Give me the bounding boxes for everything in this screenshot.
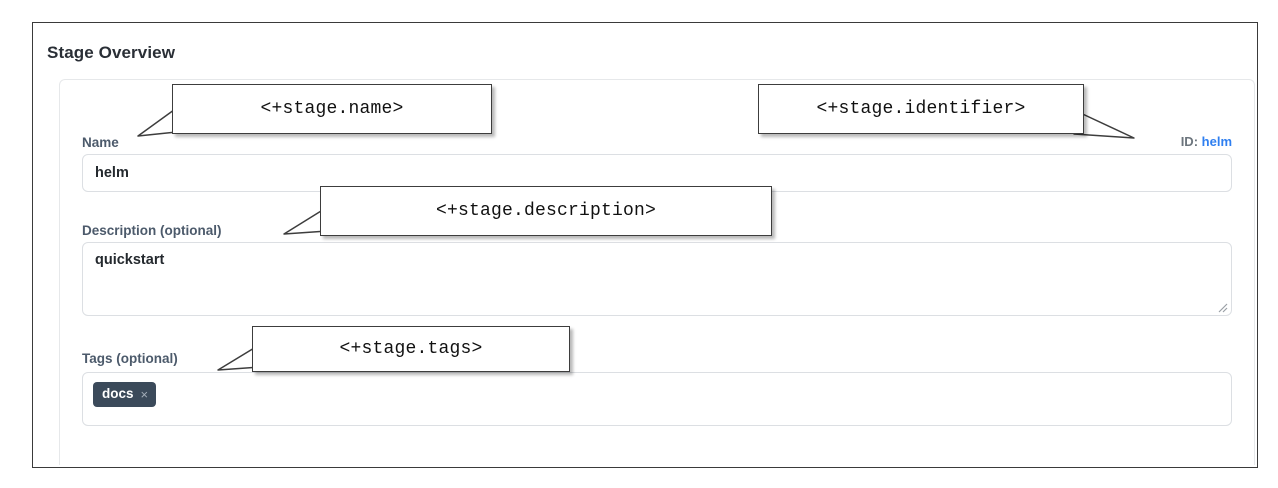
tags-field-group: Tags (optional) docs × — [82, 350, 1232, 426]
stage-id-label: ID: — [1180, 134, 1199, 149]
tag-remove-icon[interactable]: × — [140, 386, 149, 402]
callout-stage-tags: <+stage.tags> — [252, 326, 570, 372]
tag-chip-docs[interactable]: docs × — [93, 382, 157, 407]
tags-input[interactable]: docs × — [82, 372, 1232, 426]
name-label: Name — [82, 135, 119, 150]
tag-chip-label: docs — [102, 386, 134, 401]
page-title: Stage Overview — [47, 43, 176, 62]
callout-stage-name: <+stage.name> — [172, 84, 492, 134]
callout-stage-description: <+stage.description> — [320, 186, 772, 236]
callout-stage-identifier: <+stage.identifier> — [758, 84, 1084, 134]
description-textarea[interactable] — [82, 242, 1232, 316]
description-field-group: Description (optional) — [82, 222, 1232, 316]
description-label: Description (optional) — [82, 223, 222, 238]
stage-id-line: ID: helm — [1181, 134, 1232, 149]
stage-overview-card: Name ID: helm Description (optional) — [59, 79, 1255, 465]
tags-label: Tags (optional) — [82, 351, 178, 366]
stage-id-value[interactable]: helm — [1201, 134, 1232, 149]
name-field-group: Name ID: helm — [82, 134, 1232, 192]
